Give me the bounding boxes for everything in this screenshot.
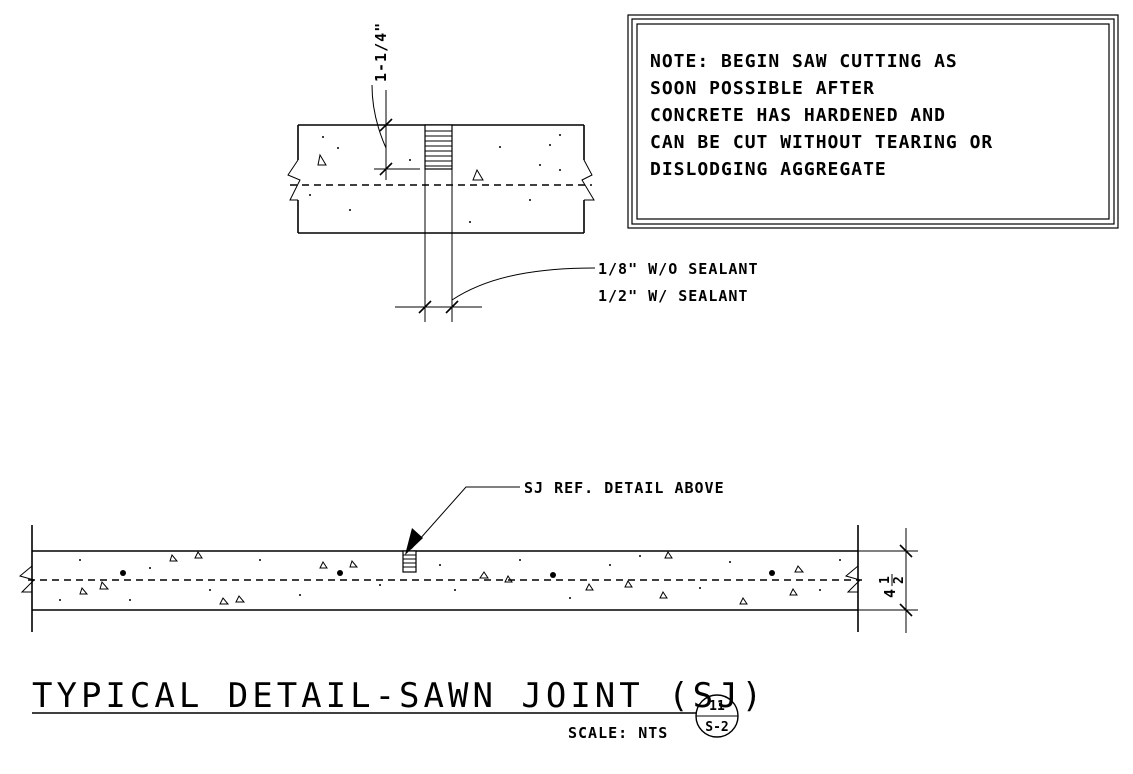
slab-aggregate — [59, 551, 841, 605]
note-line-3: CONCRETE HAS HARDENED AND — [650, 105, 946, 126]
width-dimension — [395, 169, 596, 322]
aggregate-marks — [309, 134, 561, 223]
rebar-dots — [120, 570, 775, 578]
detail-title: TYPICAL DETAIL-SAWN JOINT (SJ) — [32, 676, 766, 716]
thickness-fraction-den: 2 — [892, 576, 907, 584]
sheet-number: S-2 — [705, 720, 728, 735]
note-line-5: DISLODGING AGGREGATE — [650, 159, 887, 180]
thickness-fraction-num: 1 — [878, 576, 893, 584]
depth-dimension — [371, 84, 420, 180]
title-block: TYPICAL DETAIL-SAWN JOINT (SJ) SCALE: NT… — [32, 676, 766, 742]
break-line-right — [581, 159, 595, 201]
callout-leader — [405, 486, 520, 555]
saw-cut-hatch — [424, 124, 453, 170]
slab-saw-cut — [402, 550, 417, 573]
thickness-dimension — [858, 528, 918, 633]
note-line-2: SOON POSSIBLE AFTER — [650, 78, 875, 99]
note-box: NOTE: BEGIN SAW CUTTING AS SOON POSSIBLE… — [627, 14, 1119, 229]
note-line-1: NOTE: BEGIN SAW CUTTING AS — [650, 51, 958, 72]
width-label-with-sealant: 1/2" W/ SEALANT — [598, 287, 748, 305]
detail-number: 11 — [709, 699, 725, 714]
sawn-joint-enlarged-detail: 1-1/4" 1/8" W/O SEALANT 1/2" W/ SEALANT — [287, 22, 759, 322]
callout-label: SJ REF. DETAIL ABOVE — [524, 479, 725, 497]
thickness-label: 4 1 2 — [878, 574, 907, 598]
note-line-4: CAN BE CUT WITHOUT TEARING OR — [650, 132, 993, 153]
width-label-without-sealant: 1/8" W/O SEALANT — [598, 260, 759, 278]
scale-label: SCALE: NTS — [568, 724, 668, 742]
thickness-whole: 4 — [881, 588, 899, 598]
depth-dimension-label: 1-1/4" — [372, 22, 390, 82]
slab-section-detail: SJ REF. DETAIL ABOVE — [18, 479, 918, 633]
break-line-left — [287, 159, 301, 201]
